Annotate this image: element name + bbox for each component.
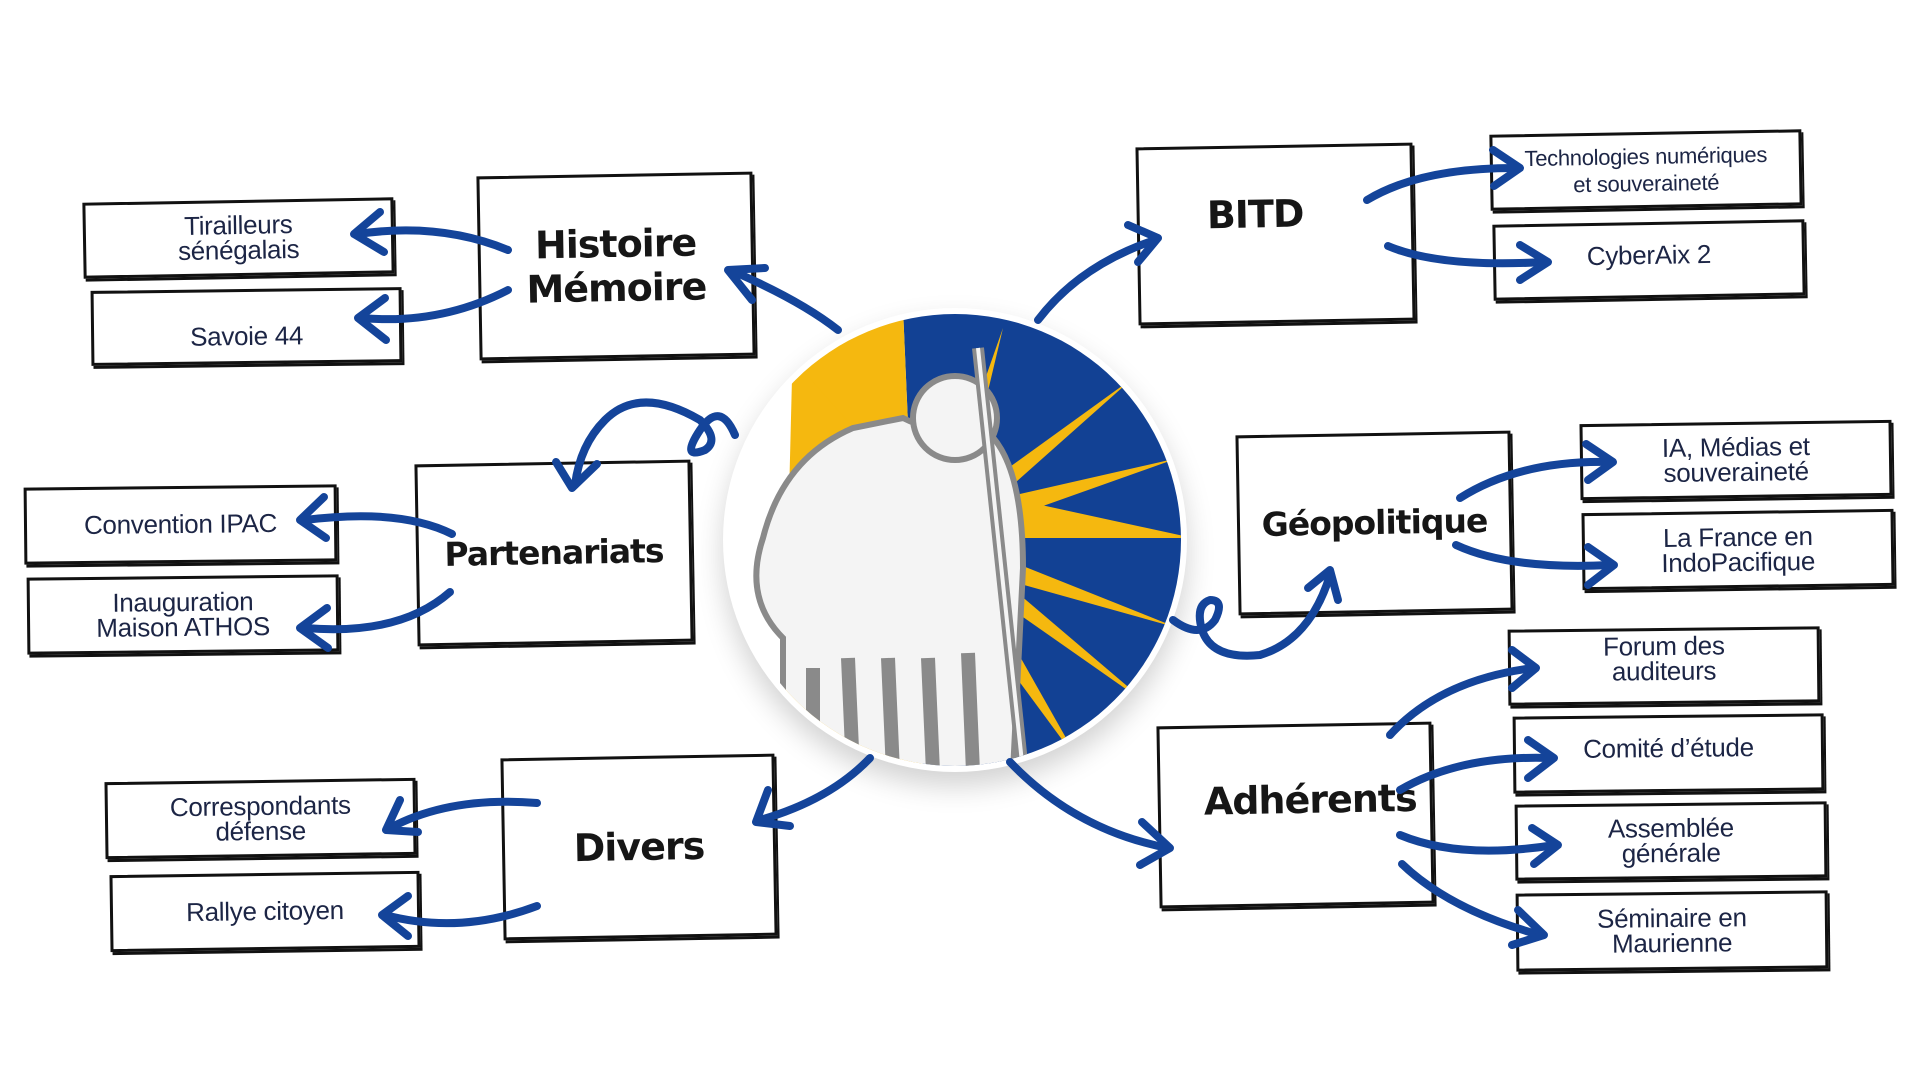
leaf-label: Rallye citoyen (185, 894, 345, 928)
branch-label: Histoire Mémoire (525, 220, 707, 312)
leaf-label: Technologies numériques et souveraineté (1524, 141, 1767, 199)
branch-label: Partenariats (444, 531, 664, 574)
leaf-forum-des-auditeurs[interactable]: Forum des auditeurs (1507, 626, 1821, 706)
leaf-comite-d-etude[interactable]: Comité d’étude (1512, 713, 1825, 794)
leaf-label-line2: Maison ATHOS (96, 610, 271, 643)
branch-label-line2: Mémoire (526, 264, 707, 312)
leaf-label: Séminaire en Maurienne (1597, 902, 1747, 959)
leaf-rallye-citoyen[interactable]: Rallye citoyen (109, 870, 421, 953)
branch-label: Adhérents (1203, 775, 1417, 824)
leaf-technologies-numeriques[interactable]: Technologies numériques et souveraineté (1489, 129, 1803, 211)
leaf-inauguration-maison-athos[interactable]: Inauguration Maison ATHOS (26, 574, 340, 655)
leaf-label: Comité d’étude (1582, 732, 1754, 764)
leaf-label-line2: générale (1621, 837, 1721, 869)
leaf-label-line2: sénégalais (177, 233, 300, 267)
leaf-label-line2: auditeurs (1611, 655, 1717, 687)
branch-label: Géopolitique (1261, 501, 1488, 544)
leaf-label: Assemblée générale (1608, 812, 1734, 869)
athena-logo-graphic (729, 314, 1181, 766)
leaf-ia-medias-souverainete[interactable]: IA, Médias et souveraineté (1579, 419, 1893, 501)
leaf-seminaire-en-maurienne[interactable]: Séminaire en Maurienne (1515, 890, 1829, 972)
leaf-la-france-indopacifique[interactable]: La France en IndoPacifique (1581, 508, 1895, 591)
leaf-label-line2: et souveraineté (1573, 169, 1720, 198)
branch-partenariats[interactable]: Partenariats (414, 459, 694, 647)
leaf-label-line1: Technologies numériques (1524, 141, 1768, 172)
branch-histoire-memoire[interactable]: Histoire Mémoire (476, 171, 756, 361)
leaf-label: Savoie 44 (189, 320, 304, 352)
leaf-correspondants-defense[interactable]: Correspondants défense (104, 777, 417, 860)
leaf-label: Inauguration Maison ATHOS (96, 586, 271, 643)
leaf-label: IA, Médias et souveraineté (1662, 431, 1811, 489)
leaf-label: Correspondants défense (170, 789, 351, 846)
leaf-label: Tirailleurs sénégalais (177, 209, 300, 267)
leaf-assemblee-generale[interactable]: Assemblée générale (1514, 801, 1828, 881)
branch-label: Divers (573, 823, 705, 871)
leaf-tirailleurs-senegalais[interactable]: Tirailleurs sénégalais (82, 197, 395, 279)
branch-bitd[interactable]: BITD (1135, 142, 1416, 326)
leaf-label: La France en IndoPacifique (1661, 520, 1816, 578)
branch-divers[interactable]: Divers (500, 753, 778, 941)
branch-label: BITD (1206, 191, 1304, 238)
leaf-savoie-44[interactable]: Savoie 44 (90, 287, 403, 366)
branch-geopolitique[interactable]: Géopolitique (1235, 430, 1514, 616)
leaf-label: Convention IPAC (83, 507, 278, 541)
leaf-cyberaix-2[interactable]: CyberAix 2 (1492, 219, 1806, 301)
leaf-label: CyberAix 2 (1586, 238, 1712, 271)
leaf-convention-ipac[interactable]: Convention IPAC (23, 484, 338, 565)
athena-logo-icon (723, 308, 1187, 772)
leaf-label-line2: IndoPacifique (1661, 545, 1816, 578)
leaf-label: Forum des auditeurs (1603, 630, 1725, 687)
branch-adherents[interactable]: Adhérents (1156, 721, 1435, 909)
arrow-logo-to-adherents (1006, 758, 1174, 869)
leaf-label-line2: souveraineté (1663, 455, 1810, 489)
branch-label-line1: Histoire (534, 220, 697, 268)
leaf-label-line2: Maurienne (1611, 927, 1733, 959)
